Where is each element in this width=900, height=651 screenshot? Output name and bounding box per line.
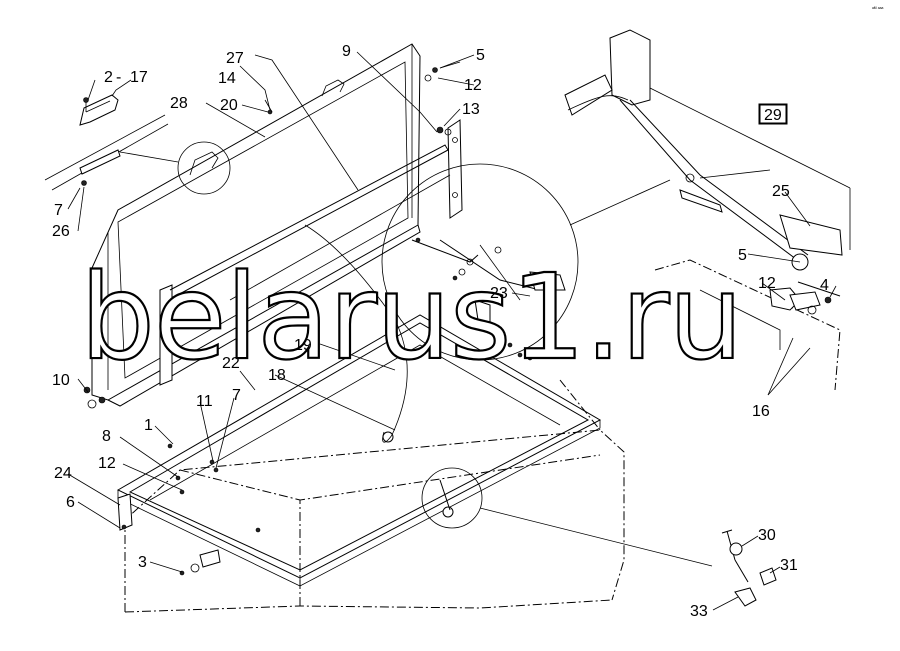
callout-16: 16 xyxy=(752,403,770,420)
callout-8: 8 xyxy=(102,428,111,445)
callout-12-top: 12 xyxy=(464,77,482,94)
callout-23: 23 xyxy=(490,285,508,302)
callout-4: 4 xyxy=(820,277,829,294)
callout-31: 31 xyxy=(780,557,798,574)
callout-29-box xyxy=(758,103,788,125)
callout-12-right: 12 xyxy=(758,275,776,292)
corner-mark: ᵃᴹ ᵃᵃᵃ xyxy=(872,6,884,12)
side-bracket xyxy=(654,259,841,391)
lid-rod xyxy=(229,174,451,301)
latch-parts xyxy=(439,479,777,607)
callout-33: 33 xyxy=(690,603,708,620)
callout-13: 13 xyxy=(462,101,480,118)
detail-leader-handle xyxy=(119,151,179,163)
callout-7-mid: 7 xyxy=(232,387,241,404)
callout-22: 22 xyxy=(222,355,240,372)
chest-outline xyxy=(124,379,625,613)
callout-12-left: 12 xyxy=(98,455,116,472)
handle-detail xyxy=(44,94,169,191)
callouts: 2 - 17 28 27 14 20 9 5 12 13 7 26 10 1 8… xyxy=(52,43,829,620)
callout-5-top: 5 xyxy=(476,47,485,64)
callout-11: 11 xyxy=(196,393,213,410)
callout-25: 25 xyxy=(772,183,790,200)
callout-6: 6 xyxy=(66,494,75,511)
callout-10: 10 xyxy=(52,372,70,389)
callout-5-right: 5 xyxy=(738,247,747,264)
hinge-plate-right xyxy=(447,119,463,219)
box-fasteners xyxy=(83,386,261,576)
detail-leader-linkage xyxy=(569,179,671,226)
detail-circle-handle xyxy=(177,141,231,195)
callout-24: 24 xyxy=(54,465,72,482)
callout-19: 19 xyxy=(294,337,312,354)
callout-dash: - xyxy=(116,69,121,86)
callout-3: 3 xyxy=(138,554,147,571)
detail-circle-linkage xyxy=(381,163,579,361)
callout-2: 2 xyxy=(104,69,113,86)
cable-eyelet xyxy=(382,431,394,443)
leader-lines xyxy=(67,51,837,611)
callout-26: 26 xyxy=(52,223,70,240)
callout-17: 17 xyxy=(130,69,148,86)
callout-7-left: 7 xyxy=(54,202,63,219)
detail-leader-latch xyxy=(479,507,713,567)
callout-28: 28 xyxy=(170,95,188,112)
watermark: belarus1.ru xyxy=(80,248,742,386)
callout-27: 27 xyxy=(226,50,244,67)
callout-20: 20 xyxy=(220,97,238,114)
callout-1: 1 xyxy=(144,417,153,434)
linkage-detail xyxy=(411,237,566,361)
support-rod xyxy=(169,144,449,299)
detail-circle-latch xyxy=(421,467,483,529)
callout-30: 30 xyxy=(758,527,776,544)
callout-29: 29 xyxy=(764,107,782,124)
callout-9: 9 xyxy=(342,43,351,60)
callout-18: 18 xyxy=(268,367,286,384)
lid xyxy=(91,43,421,407)
lever-mechanism xyxy=(564,29,851,271)
callout-14: 14 xyxy=(218,70,236,87)
